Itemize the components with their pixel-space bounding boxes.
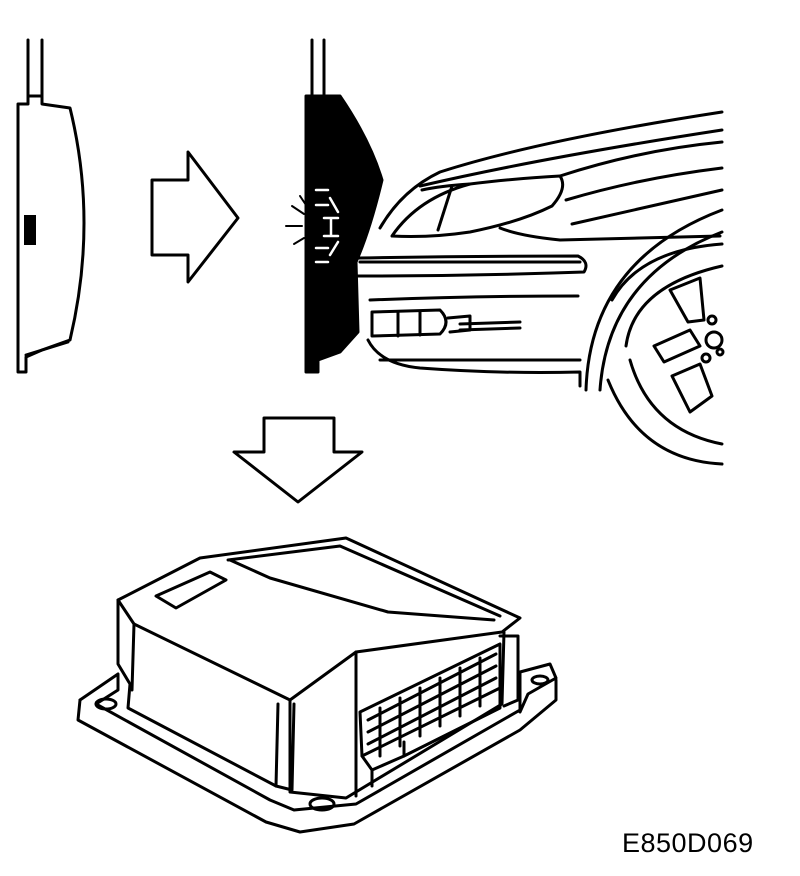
arrow-right-icon <box>150 150 240 284</box>
figure-code-label: E850D069 <box>622 828 754 858</box>
arrow-down-icon <box>232 416 364 504</box>
control-module <box>76 536 558 834</box>
sensor-panel-impact <box>285 38 384 374</box>
car-front <box>356 110 725 466</box>
sensor-panel-normal <box>16 38 86 374</box>
